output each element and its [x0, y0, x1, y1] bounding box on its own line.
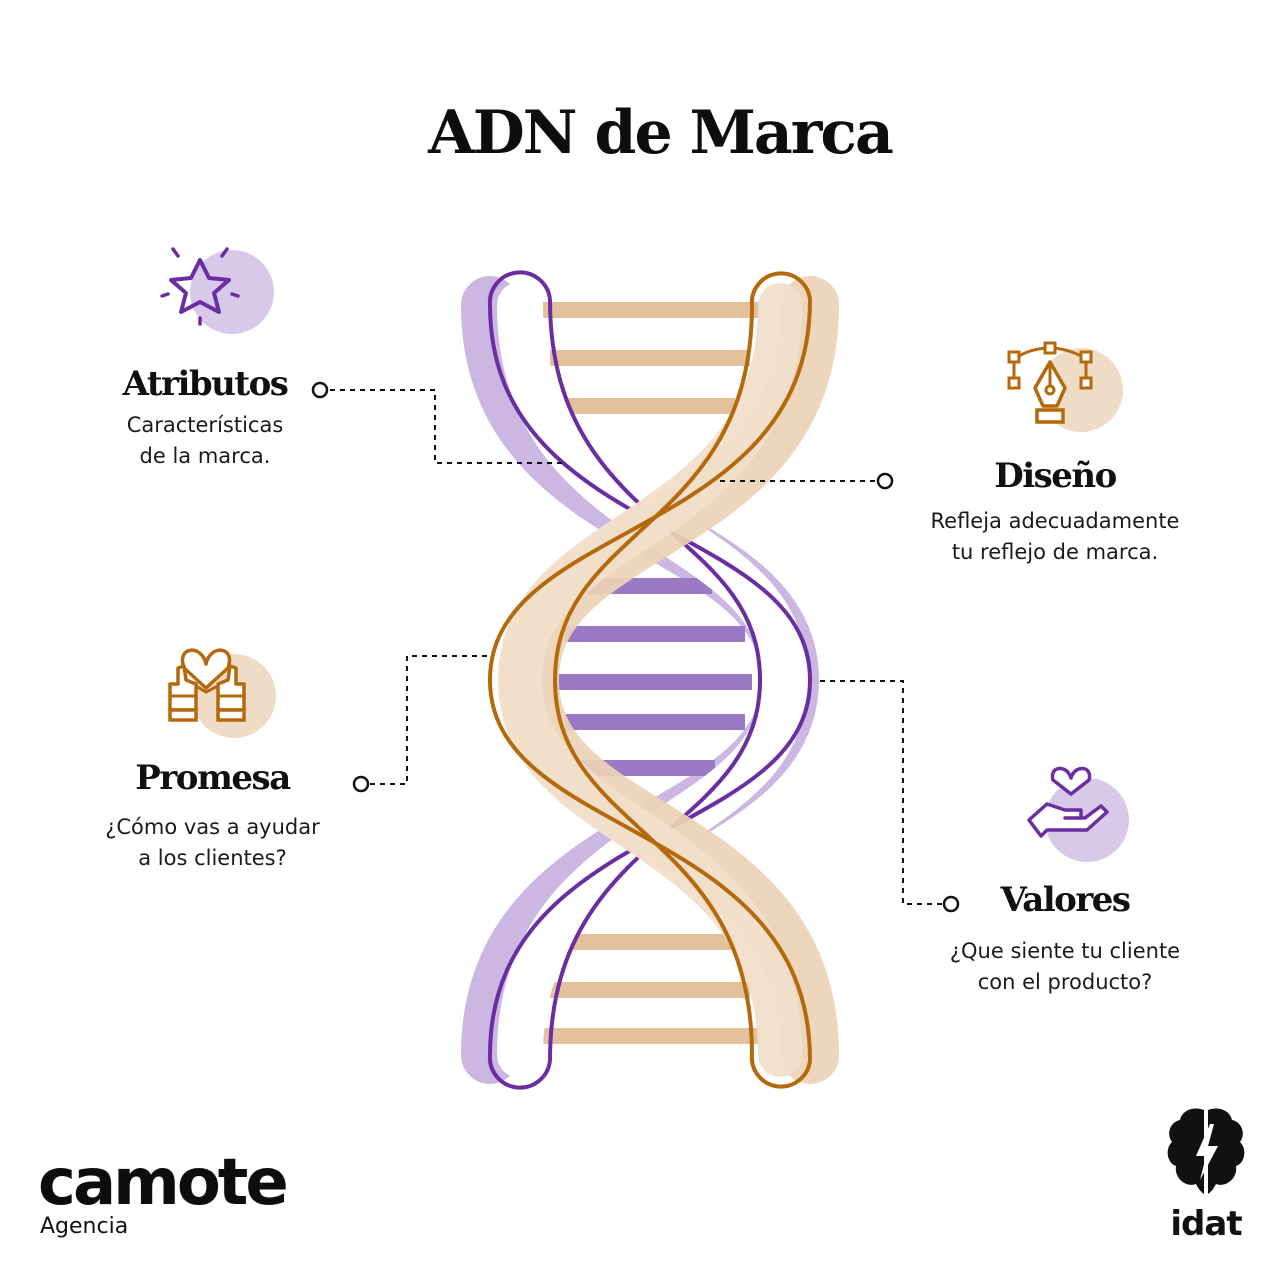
- agency-logo: camote Agencia: [38, 1146, 289, 1239]
- connector-atributos: [330, 389, 565, 464]
- connector-dot-promesa: [352, 775, 370, 793]
- item-heading: Diseño: [994, 456, 1117, 496]
- rungs-upper: [540, 302, 760, 414]
- item-description: ¿Cómo vas a ayudar a los clientes?: [105, 815, 320, 870]
- connector-dot-atributos: [311, 381, 329, 399]
- rungs-lower: [540, 934, 760, 1044]
- orange-strand-outline-inner: [552, 304, 754, 1056]
- item-atributos: Atributos Características de la marca.: [80, 364, 330, 472]
- pen-tool-icon: [1007, 341, 1123, 432]
- connector-dot-valores: [942, 895, 960, 913]
- page-title: ADN de Marca: [428, 98, 894, 168]
- beige-strand-core: [497, 283, 802, 1077]
- item-diseno: Diseño Refleja adecuadamente tu reflejo …: [900, 456, 1210, 568]
- agency-name: camote: [38, 1146, 289, 1220]
- item-promesa: Promesa ¿Cómo vas a ayudar a los cliente…: [70, 758, 355, 874]
- item-heading: Valores: [1000, 880, 1131, 920]
- purple-strand-outline-outer: [488, 304, 813, 1056]
- item-heading: Atributos: [122, 364, 289, 404]
- star-icon: [160, 247, 274, 334]
- promise-hands-icon: [168, 648, 276, 738]
- purple-strand-core: [497, 282, 809, 1078]
- item-heading: Promesa: [135, 758, 291, 798]
- purple-strand-outline-inner: [548, 299, 763, 1061]
- item-description: ¿Que siente tu cliente con el producto?: [949, 939, 1181, 994]
- partner-name: idat: [1170, 1204, 1242, 1244]
- brain-bolt-icon: [1167, 1108, 1245, 1194]
- connector-valores: [820, 680, 942, 905]
- agency-subtitle: Agencia: [40, 1214, 129, 1239]
- partner-logo: idat: [1160, 1106, 1252, 1244]
- item-description: Características de la marca.: [126, 413, 284, 468]
- orange-strand-outline-outer: [487, 299, 812, 1061]
- heart-hand-icon: [1027, 766, 1129, 862]
- item-valores: Valores ¿Que siente tu cliente con el pr…: [920, 880, 1210, 998]
- connector-dot-diseno: [876, 472, 894, 490]
- item-description: Refleja adecuadamente tu reflejo de marc…: [930, 509, 1180, 564]
- connector-promesa: [370, 655, 487, 785]
